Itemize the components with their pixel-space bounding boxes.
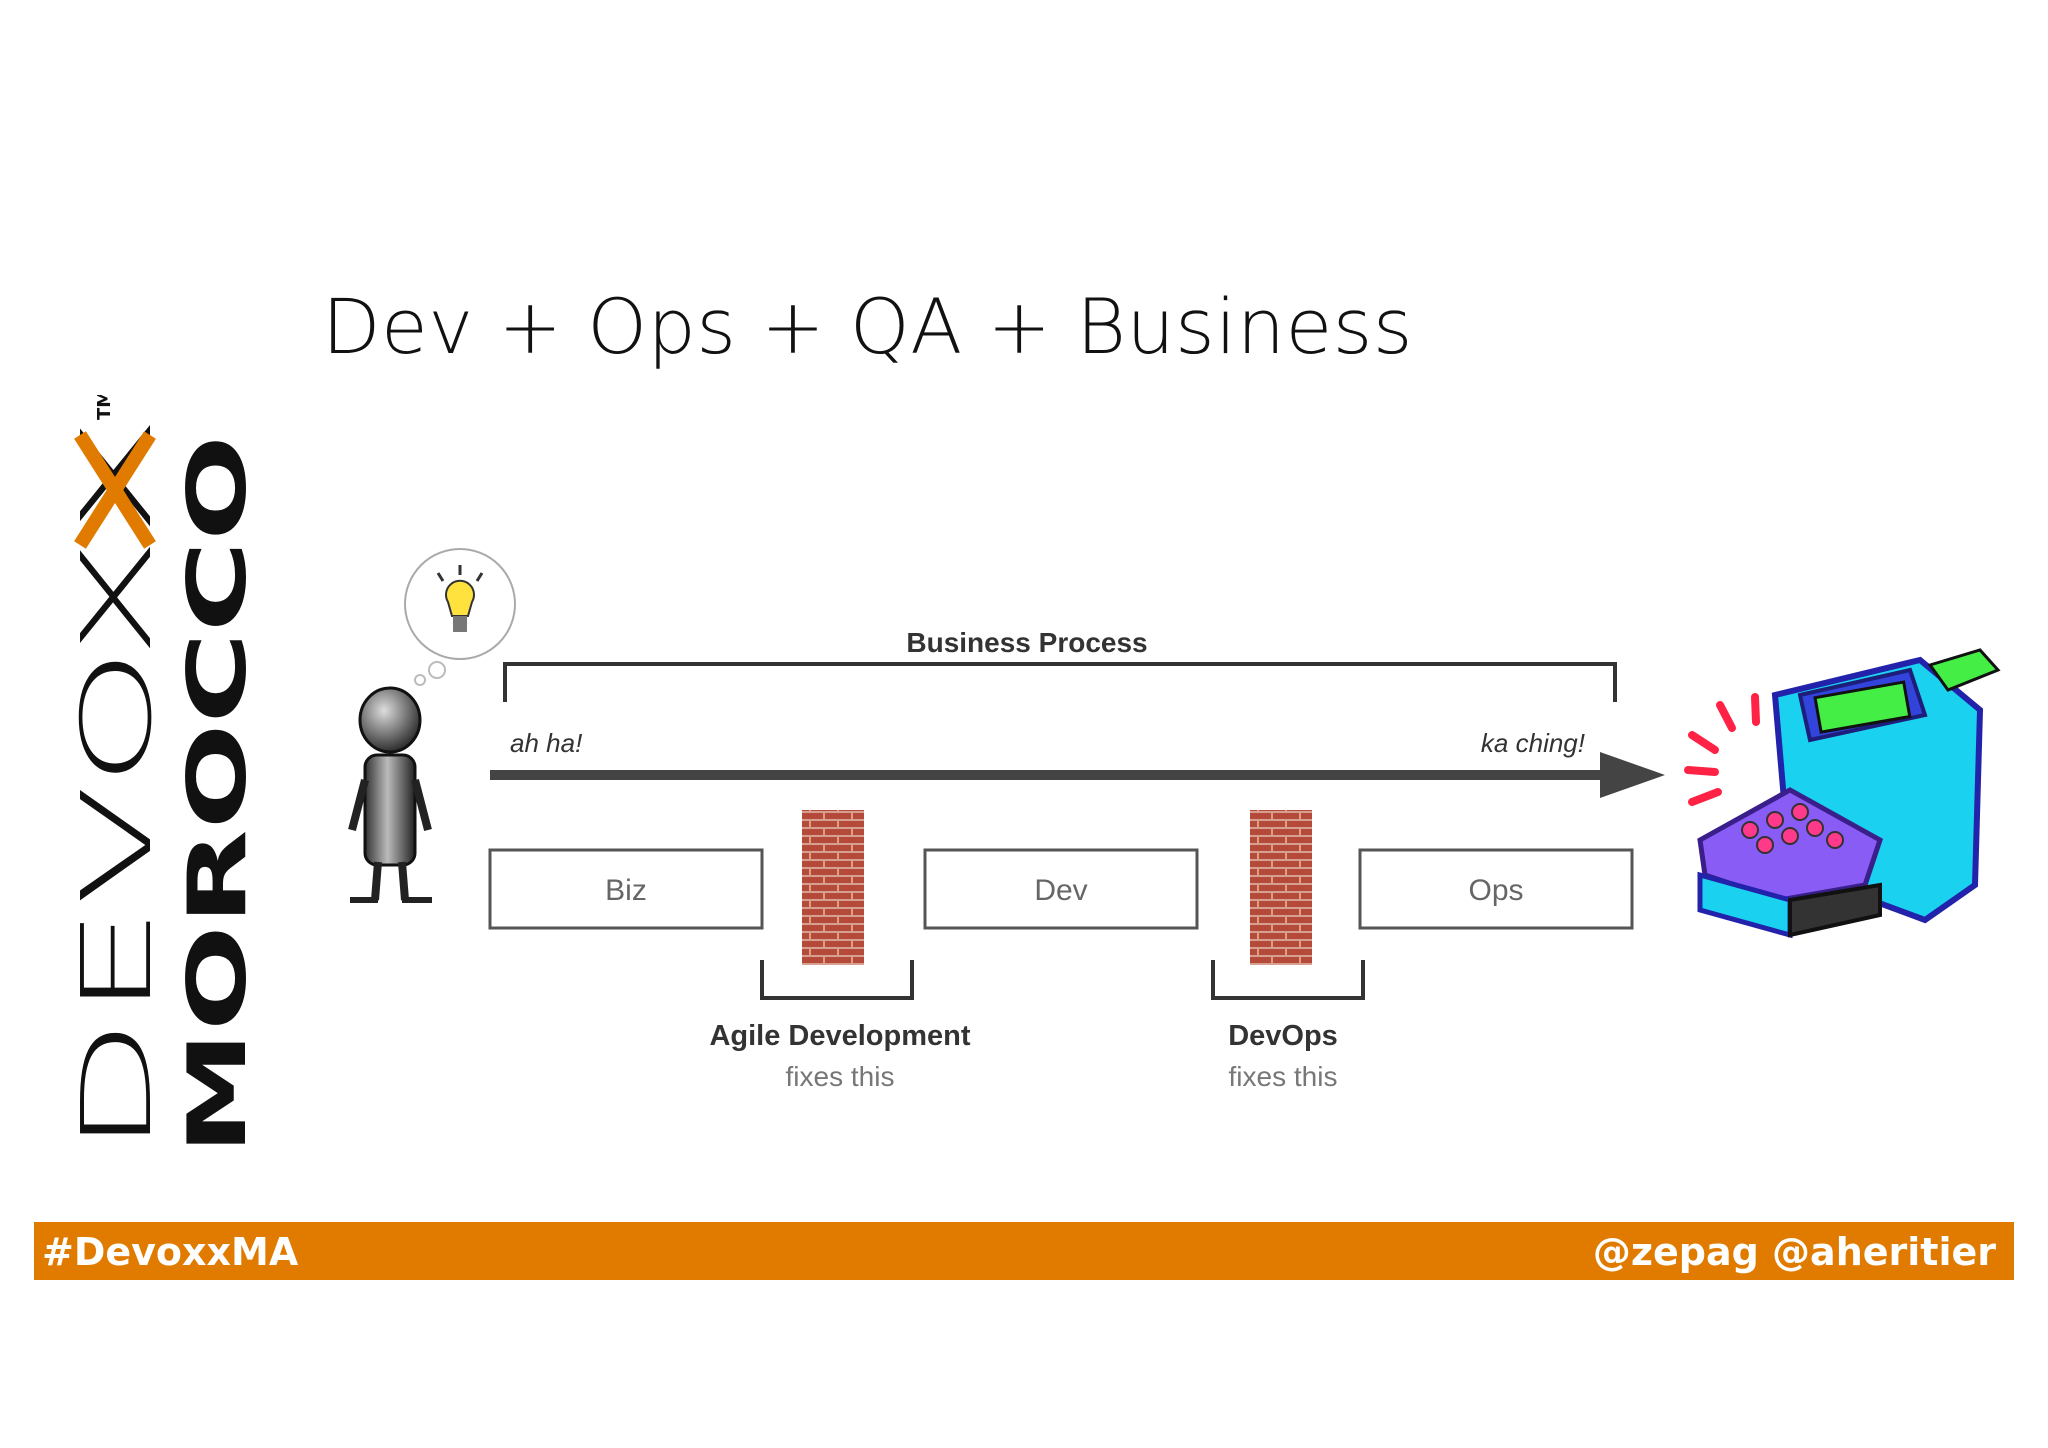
business-process-diagram: Business Process ah ha! ka ching! Biz De… <box>348 548 2001 1092</box>
stage-ops: Ops <box>1358 848 1634 930</box>
footer-handles: @zepag @aheritier <box>1592 1230 1996 1274</box>
footer-bar: #DevoxxMA @zepag @aheritier <box>34 1222 2014 1280</box>
cash-register-icon <box>1684 648 2001 939</box>
start-label: ah ha! <box>510 728 582 758</box>
lightbulb-icon <box>404 548 516 686</box>
business-process-label: Business Process <box>906 627 1147 658</box>
logo-word-morocco: MOROCCO <box>171 435 250 1155</box>
stage-biz: Biz <box>488 848 764 930</box>
agile-development-label: Agile Development <box>709 1020 970 1052</box>
devops-label: DevOps <box>1228 1020 1338 1052</box>
brick-wall-icon <box>802 810 864 965</box>
person-icon <box>348 686 432 903</box>
stage-dev: Dev <box>923 848 1199 930</box>
agile-bracket <box>760 960 914 1000</box>
stage-ops-label: Ops <box>1468 874 1523 907</box>
slide-title: Dev + Ops + QA + Business <box>322 282 1413 371</box>
stage-dev-label: Dev <box>1034 874 1087 907</box>
business-process-bracket <box>503 662 1617 702</box>
devoxx-wordmark: DEVOXX <box>61 415 173 1155</box>
logo-word-devoxx: DEVOXX <box>61 415 173 1155</box>
stage-biz-label: Biz <box>605 874 647 907</box>
brick-wall-icon <box>1250 810 1312 965</box>
agile-fixes-label: fixes this <box>786 1061 895 1092</box>
process-arrow-head <box>1600 752 1665 798</box>
logo-x-accent-icon <box>74 431 156 549</box>
logo-trademark: TM <box>94 395 115 420</box>
footer-hashtag: #DevoxxMA <box>42 1230 299 1274</box>
morocco-wordmark: MOROCCO <box>171 435 250 1155</box>
devoxx-morocco-logo: DEVOXX MOROCCO TM <box>61 395 250 1155</box>
devops-fixes-label: fixes this <box>1229 1061 1338 1092</box>
end-label: ka ching! <box>1481 728 1585 758</box>
devops-bracket <box>1211 960 1365 1000</box>
